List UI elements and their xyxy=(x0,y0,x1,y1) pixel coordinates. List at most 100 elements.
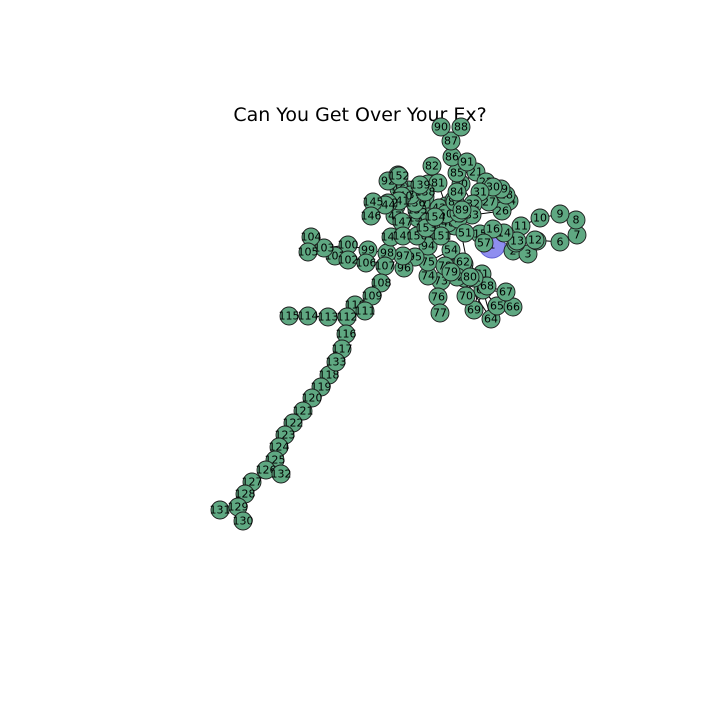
node-105: 105 xyxy=(298,242,319,262)
node-label: 129 xyxy=(228,501,249,514)
node-circle xyxy=(271,464,291,484)
node-79: 79 xyxy=(441,262,461,282)
node-label: 64 xyxy=(484,313,498,326)
node-116: 116 xyxy=(336,324,357,344)
node-circle xyxy=(447,182,467,202)
node-label: 67 xyxy=(499,286,513,299)
node-label: 77 xyxy=(433,307,447,320)
node-label: 147 xyxy=(392,216,413,229)
node-label: 120 xyxy=(302,392,323,405)
node-154: 154 xyxy=(425,207,446,227)
node-circle xyxy=(483,219,503,239)
node-label: 11 xyxy=(514,220,528,233)
node-label: 91 xyxy=(460,156,474,169)
node-label: 51 xyxy=(458,227,472,240)
node-label: 104 xyxy=(301,231,322,244)
node-114: 114 xyxy=(298,306,319,326)
node-circle xyxy=(371,273,391,293)
node-label: 97 xyxy=(396,250,410,263)
node-108: 108 xyxy=(371,273,392,293)
node-circle xyxy=(361,206,381,226)
node-circle xyxy=(451,117,471,137)
node-152: 152 xyxy=(389,166,410,186)
node-10: 10 xyxy=(530,208,550,228)
node-26: 26 xyxy=(492,201,512,221)
node-circle xyxy=(210,500,230,520)
node-9: 9 xyxy=(550,204,570,224)
node-label: 145 xyxy=(363,196,384,209)
node-label: 69 xyxy=(467,304,481,317)
node-circle xyxy=(431,226,451,246)
node-label: 105 xyxy=(298,246,319,259)
node-label: 12 xyxy=(528,234,542,247)
node-126: 126 xyxy=(256,460,277,480)
node-label: 9 xyxy=(557,208,564,221)
node-label: 66 xyxy=(506,301,520,314)
node-label: 57 xyxy=(477,237,491,250)
node-69: 69 xyxy=(464,300,484,320)
node-label: 16 xyxy=(486,223,500,236)
node-124: 124 xyxy=(269,437,290,457)
node-label: 8 xyxy=(573,214,580,227)
node-111: 111 xyxy=(355,301,376,321)
node-6: 6 xyxy=(550,232,570,252)
node-label: 107 xyxy=(375,260,396,273)
node-label: 100 xyxy=(338,239,359,252)
node-label: 114 xyxy=(298,310,319,323)
node-circle xyxy=(389,166,409,186)
node-103: 103 xyxy=(314,238,335,258)
node-107: 107 xyxy=(375,256,396,276)
node-circle xyxy=(460,267,480,287)
node-circle xyxy=(441,262,461,282)
node-16: 16 xyxy=(483,219,503,239)
node-label: 82 xyxy=(425,160,439,173)
node-label: 30 xyxy=(486,181,500,194)
node-label: 89 xyxy=(455,204,469,217)
node-circle xyxy=(279,306,299,326)
node-label: 65 xyxy=(490,300,504,313)
node-circle xyxy=(430,303,450,323)
node-label: 13 xyxy=(510,235,524,248)
node-label: 94 xyxy=(421,240,435,253)
node-label: 130 xyxy=(233,515,254,528)
node-label: 103 xyxy=(314,242,335,255)
node-circle xyxy=(425,207,445,227)
graph-title: Can You Get Over Your Ex? xyxy=(233,104,487,126)
node-label: 81 xyxy=(431,177,445,190)
node-133: 133 xyxy=(326,352,347,372)
node-74: 74 xyxy=(418,266,438,286)
node-90: 90 xyxy=(431,117,451,137)
node-circle xyxy=(530,208,550,228)
node-146: 146 xyxy=(361,206,382,226)
node-circle xyxy=(356,253,376,273)
node-label: 139 xyxy=(410,179,431,192)
node-label: 76 xyxy=(431,291,445,304)
node-circle xyxy=(431,117,451,137)
node-label: 74 xyxy=(421,270,435,283)
node-circle xyxy=(452,200,472,220)
node-104: 104 xyxy=(301,227,322,247)
node-label: 132 xyxy=(271,468,292,481)
node-circle xyxy=(318,307,338,327)
node-label: 108 xyxy=(371,277,392,290)
node-label: 106 xyxy=(356,257,377,270)
node-87: 87 xyxy=(441,131,461,151)
node-131: 131 xyxy=(210,500,231,520)
node-label: 154 xyxy=(425,211,446,224)
node-circle xyxy=(302,388,322,408)
node-151: 151 xyxy=(431,226,452,246)
node-label: 6 xyxy=(557,236,564,249)
node-label: 54 xyxy=(444,244,458,257)
node-label: 79 xyxy=(444,266,458,279)
node-84: 84 xyxy=(447,182,467,202)
node-label: 26 xyxy=(495,205,509,218)
node-106: 106 xyxy=(356,253,377,273)
node-139: 139 xyxy=(410,175,431,195)
node-54: 54 xyxy=(441,240,461,260)
node-label: 152 xyxy=(389,170,410,183)
node-8: 8 xyxy=(566,210,586,230)
node-132: 132 xyxy=(271,464,292,484)
node-57: 57 xyxy=(474,233,494,253)
node-label: 102 xyxy=(338,254,359,267)
node-label: 99 xyxy=(361,244,375,257)
